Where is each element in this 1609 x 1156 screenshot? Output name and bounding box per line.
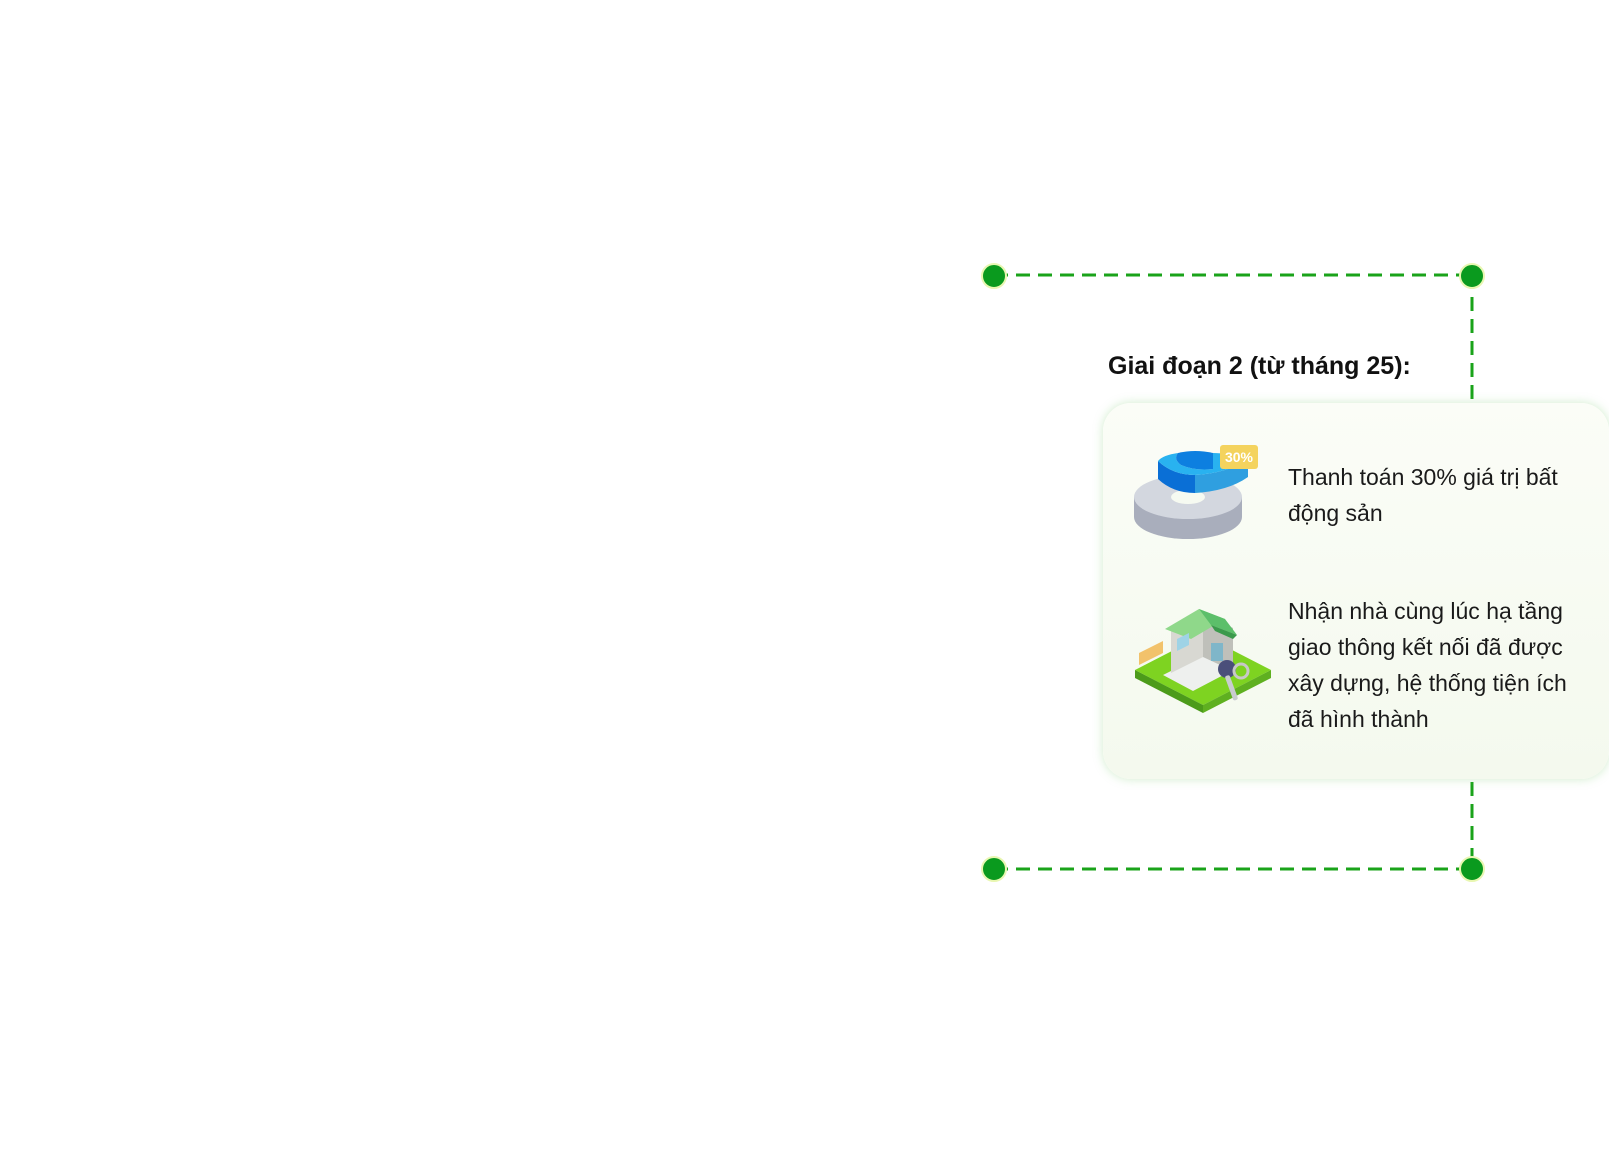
connector-node — [1459, 856, 1485, 882]
connector-node — [981, 856, 1007, 882]
connector-node — [1459, 263, 1485, 289]
item-text: Thanh toán 30% giá trị bất động sản — [1288, 464, 1558, 526]
list-item: Nhận nhà cùng lúc hạ tầng giao thông kết… — [1103, 593, 1609, 743]
stage-title: Giai đoạn 2 (từ tháng 25): — [1108, 352, 1411, 380]
list-item: 30% Thanh toán 30% giá trị bất động sản — [1103, 445, 1609, 555]
stage-card: 30% Thanh toán 30% giá trị bất động sản — [1103, 403, 1609, 779]
house-keys-icon — [1135, 609, 1271, 713]
percent-badge: 30% — [1220, 445, 1258, 469]
connector-node — [981, 263, 1007, 289]
item-text: Nhận nhà cùng lúc hạ tầng giao thông kết… — [1288, 598, 1567, 732]
